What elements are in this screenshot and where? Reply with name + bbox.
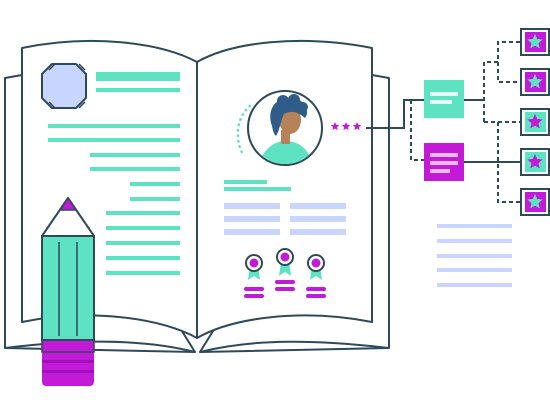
- text-line: [90, 167, 180, 171]
- tree-leaf: [520, 188, 550, 216]
- info-line: [290, 203, 346, 209]
- awards: [244, 248, 326, 298]
- award-ribbon-icon: [244, 254, 264, 298]
- left-text-lines: [48, 124, 180, 275]
- tree-link: [483, 41, 520, 122]
- award-ribbon-icon: [275, 248, 295, 291]
- text-line: [130, 197, 180, 201]
- side-line: [437, 268, 512, 272]
- info-lines: [224, 203, 346, 235]
- connector-line: [366, 99, 424, 129]
- award-ribbon-icon: [306, 254, 326, 298]
- side-line: [437, 254, 512, 258]
- tree-leaf: [520, 28, 550, 56]
- side-line: [437, 283, 512, 287]
- star-icon: [352, 122, 362, 131]
- star-icon: [330, 122, 340, 131]
- text-line: [48, 138, 180, 142]
- tree-node-teal: [424, 80, 464, 118]
- text-line: [48, 124, 180, 128]
- left-page-content: [41, 63, 180, 275]
- star-icon: [341, 122, 351, 131]
- hierarchy-tree: [410, 28, 550, 216]
- star-icon: [527, 114, 543, 129]
- dotted-arc: [236, 104, 252, 158]
- tree-leaf: [520, 148, 550, 176]
- name-line-2: [224, 187, 291, 191]
- text-line: [106, 256, 180, 260]
- star-icon: [527, 194, 543, 209]
- star-icon: [527, 34, 543, 49]
- pencil-icon: [41, 197, 95, 386]
- star-icon: [527, 74, 543, 89]
- rating-stars: [330, 122, 362, 131]
- book-bottom-right: [199, 340, 390, 353]
- text-line: [106, 241, 180, 245]
- octagon-badge-icon: [41, 63, 87, 109]
- side-text-lines: [437, 224, 512, 287]
- right-page-content: [224, 90, 424, 298]
- tree-leaf: [520, 68, 550, 96]
- side-line: [437, 224, 512, 228]
- star-icon: [527, 154, 543, 169]
- info-line: [224, 229, 280, 235]
- text-line: [106, 211, 180, 215]
- tree-link: [410, 100, 424, 161]
- book-bottom-left: [4, 340, 196, 353]
- tree-leaf: [520, 108, 550, 136]
- side-line: [437, 239, 512, 243]
- tree-node-magenta: [424, 143, 464, 181]
- text-line: [90, 153, 180, 157]
- info-line: [224, 216, 280, 222]
- header-line-1: [96, 72, 180, 81]
- name-line-1: [224, 180, 267, 184]
- tree-link: [484, 121, 520, 203]
- text-line: [130, 182, 180, 186]
- info-line: [224, 203, 280, 209]
- person-avatar-icon: [247, 90, 323, 166]
- info-line: [290, 216, 346, 222]
- header-line-2: [96, 88, 180, 92]
- text-line: [106, 226, 180, 230]
- info-line: [290, 229, 346, 235]
- text-line: [106, 271, 180, 275]
